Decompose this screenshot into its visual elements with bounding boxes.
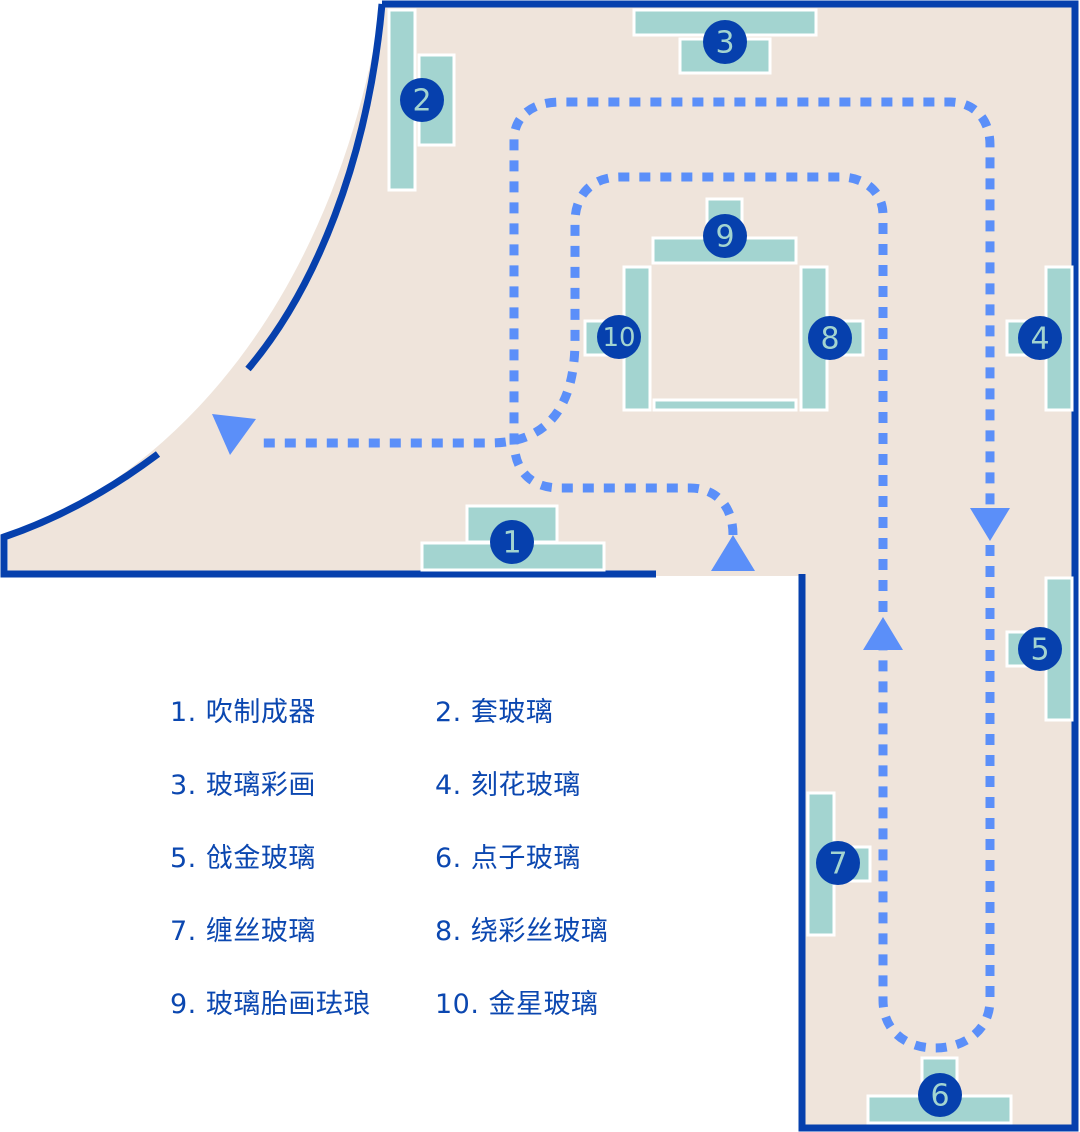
badge-3[interactable]: 3 (703, 20, 747, 64)
legend-item-3: 3. 玻璃彩画 (170, 770, 316, 801)
legend-item-4: 4. 刻花玻璃 (435, 770, 581, 801)
svg-text:6: 6 (930, 1079, 949, 1114)
legend-item-5: 5. 戗金玻璃 (170, 843, 316, 874)
legend-item-10: 10. 金星玻璃 (435, 989, 599, 1020)
badge-8[interactable]: 8 (808, 316, 852, 360)
svg-text:4: 4 (1030, 322, 1049, 357)
visitor-route (260, 97, 995, 1053)
badge-2[interactable]: 2 (400, 78, 444, 122)
direction-arrow-up-icon (863, 617, 903, 650)
badge-4[interactable]: 4 (1018, 316, 1062, 360)
exit-arrow-left-icon (212, 414, 256, 455)
legend-item-7: 7. 缠丝玻璃 (170, 916, 316, 947)
svg-text:1: 1 (502, 526, 521, 561)
badge-9[interactable]: 9 (703, 214, 747, 258)
badge-10[interactable]: 10 (597, 315, 641, 359)
route-inner-loop (260, 172, 888, 612)
svg-text:10: 10 (602, 323, 635, 353)
badge-6[interactable]: 6 (918, 1073, 962, 1117)
badge-7[interactable]: 7 (816, 841, 860, 885)
legend-item-2: 2. 套玻璃 (435, 697, 554, 728)
route-arrows (212, 414, 1010, 650)
svg-text:9: 9 (715, 220, 734, 255)
wall-top-right (382, 0, 1079, 1132)
wall-curve-upper (245, 3, 386, 372)
entrance-arrow-up-icon (711, 535, 755, 571)
badge-5[interactable]: 5 (1018, 627, 1062, 671)
svg-text:5: 5 (1030, 633, 1049, 668)
legend-item-8: 8. 绕彩丝玻璃 (435, 916, 609, 947)
case-center-bottom (652, 398, 798, 412)
svg-text:7: 7 (828, 847, 847, 882)
exhibit-badges: 1 2 3 4 5 6 7 8 9 10 (400, 20, 1062, 1117)
legend-item-6: 6. 点子玻璃 (435, 843, 581, 874)
svg-text:2: 2 (412, 84, 431, 119)
wall-bottom-left (0, 451, 656, 578)
route-outer-down (878, 545, 995, 1053)
svg-text:8: 8 (820, 322, 839, 357)
legend-item-9: 9. 玻璃胎画珐琅 (170, 989, 371, 1020)
svg-text:3: 3 (715, 26, 734, 61)
legend-item-1: 1. 吹制成器 (170, 697, 316, 728)
route-entrance-to-outer (509, 97, 995, 536)
badge-1[interactable]: 1 (490, 520, 534, 564)
direction-arrow-down-icon (970, 508, 1010, 541)
